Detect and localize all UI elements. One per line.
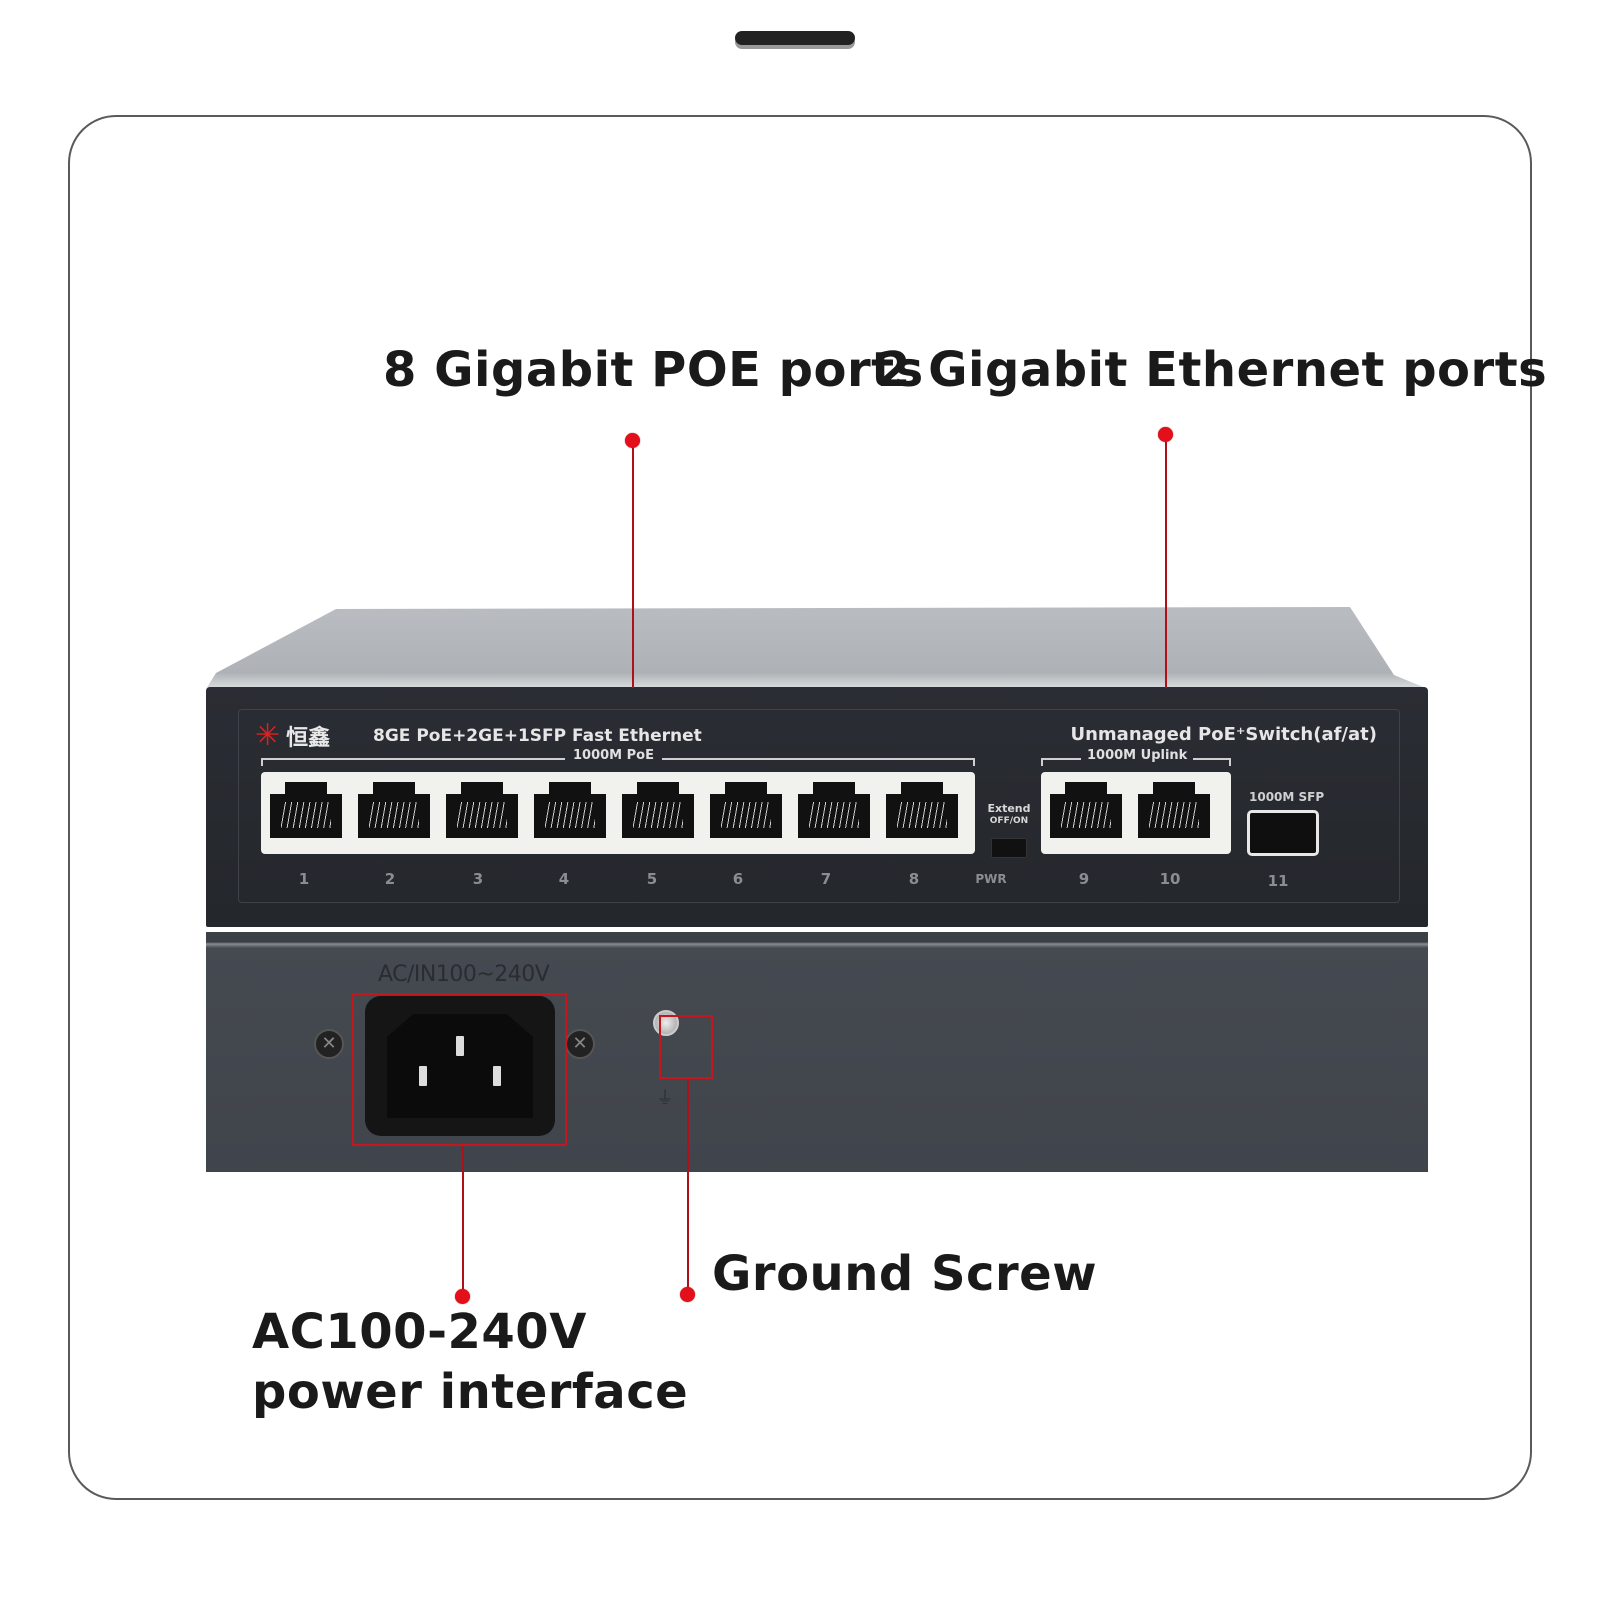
switch-top-lid bbox=[206, 607, 1428, 689]
extend-label: Extend OFF/ON bbox=[985, 802, 1033, 828]
rj45-port-6[interactable] bbox=[707, 780, 785, 838]
callout-poe-ports-label: 8 Gigabit POE ports bbox=[383, 342, 924, 398]
poe-port-block bbox=[261, 772, 975, 854]
socket-pin-neutral bbox=[493, 1066, 501, 1086]
callout-dot-ground bbox=[680, 1287, 695, 1302]
extend-state: OFF/ON bbox=[989, 816, 1029, 826]
rj45-port-9[interactable] bbox=[1047, 780, 1125, 838]
port-number: 10 bbox=[1159, 870, 1181, 888]
pwr-label: PWR bbox=[975, 872, 1007, 886]
extend-title: Extend bbox=[987, 802, 1031, 815]
callout-line-ground bbox=[687, 1079, 689, 1294]
model-description: 8GE PoE+2GE+1SFP Fast Ethernet bbox=[373, 726, 702, 746]
port-number: 9 bbox=[1078, 870, 1090, 888]
switch-rear-panel: AC/IN100~240V ✕ ✕ ⏚ bbox=[206, 932, 1428, 1172]
mount-screw-icon: ✕ bbox=[314, 1029, 344, 1059]
power-socket-highlight bbox=[352, 993, 567, 1146]
port-number: 2 bbox=[384, 870, 396, 888]
brand-logo: ✳ 恒鑫 bbox=[255, 720, 330, 752]
uplink-port-block bbox=[1041, 772, 1231, 854]
rj45-port-10[interactable] bbox=[1135, 780, 1213, 838]
rj45-port-5[interactable] bbox=[619, 780, 697, 838]
socket-pin-earth bbox=[456, 1036, 464, 1056]
socket-pin-live bbox=[419, 1066, 427, 1086]
mount-screw-icon: ✕ bbox=[565, 1029, 595, 1059]
rj45-port-8[interactable] bbox=[883, 780, 961, 838]
ac-power-socket[interactable] bbox=[365, 996, 555, 1136]
ground-screw-highlight bbox=[659, 1015, 713, 1079]
rj45-port-1[interactable] bbox=[267, 780, 345, 838]
switch-title: Unmanaged PoE⁺Switch(af/at) bbox=[1070, 724, 1377, 745]
port-number: 7 bbox=[820, 870, 832, 888]
sfp-port-11[interactable] bbox=[1247, 810, 1319, 856]
callout-dot-ethernet bbox=[1158, 427, 1173, 442]
callout-ethernet-ports-label: 2 Gigabit Ethernet ports bbox=[877, 342, 1548, 398]
callout-dot-power bbox=[455, 1289, 470, 1304]
rj45-port-4[interactable] bbox=[531, 780, 609, 838]
callout-line-ethernet bbox=[1165, 434, 1167, 688]
brand-name: 恒鑫 bbox=[286, 726, 331, 751]
ac-socket-recess bbox=[387, 1014, 533, 1118]
port-number: 1 bbox=[298, 870, 310, 888]
port-number: 6 bbox=[732, 870, 744, 888]
rj45-port-7[interactable] bbox=[795, 780, 873, 838]
callout-dot-poe bbox=[625, 433, 640, 448]
drag-handle-icon[interactable] bbox=[735, 31, 855, 45]
callout-line-poe bbox=[632, 440, 634, 688]
callout-ground-screw-label: Ground Screw bbox=[712, 1246, 1098, 1302]
front-panel-bezel: ✳ 恒鑫 8GE PoE+2GE+1SFP Fast Ethernet Unma… bbox=[238, 709, 1400, 903]
port-number: 4 bbox=[558, 870, 570, 888]
ground-screw-icon[interactable] bbox=[653, 1010, 679, 1036]
port-number: 11 bbox=[1267, 872, 1289, 890]
sfp-label: 1000M SFP bbox=[1249, 790, 1325, 804]
callout-line-power bbox=[462, 1146, 464, 1296]
callout-power-label-line1: AC100-240V bbox=[252, 1304, 587, 1360]
port-number: 3 bbox=[472, 870, 484, 888]
switch-front-panel: ✳ 恒鑫 8GE PoE+2GE+1SFP Fast Ethernet Unma… bbox=[206, 687, 1428, 927]
port-number: 8 bbox=[908, 870, 920, 888]
uplink-group-label: 1000M Uplink bbox=[1081, 748, 1194, 763]
rj45-port-3[interactable] bbox=[443, 780, 521, 838]
rear-power-rating: AC/IN100~240V bbox=[378, 962, 550, 987]
callout-power-label-line2: power interface bbox=[252, 1364, 689, 1420]
ground-symbol-icon: ⏚ bbox=[656, 1088, 674, 1109]
extend-dip-switch[interactable] bbox=[991, 838, 1027, 858]
poe-group-label: 1000M PoE bbox=[565, 748, 662, 763]
port-number: 5 bbox=[646, 870, 658, 888]
star-burst-logo-icon: ✳ bbox=[255, 718, 281, 753]
rj45-port-2[interactable] bbox=[355, 780, 433, 838]
